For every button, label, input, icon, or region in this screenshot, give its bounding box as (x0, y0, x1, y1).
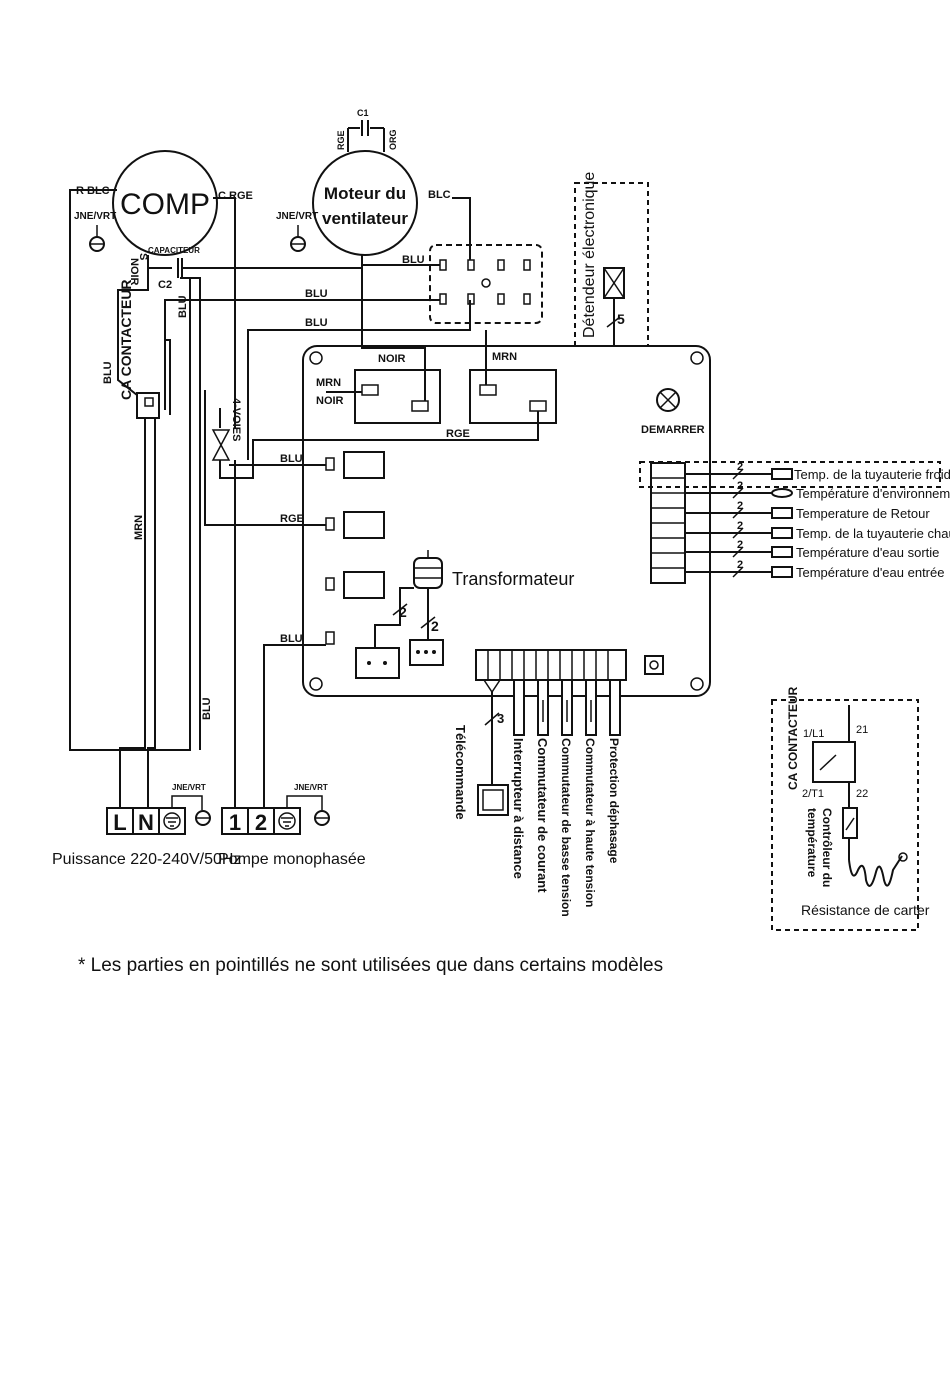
expansion-count: 5 (617, 311, 625, 327)
contactor: CA CONTACTEUR (118, 279, 160, 419)
transformer-icon (413, 550, 443, 589)
heater-21-label: 21 (856, 724, 868, 736)
pump-terminal-2: 2 (255, 810, 267, 835)
capacitor-c2: CAPACITEUR C2 (147, 246, 200, 291)
bottom-connectors: 3 Télécommande Interrupteur à distance C… (453, 679, 621, 917)
connector-label-5: Commutateur à haute tension (583, 738, 597, 907)
crankcase-heater-dashed: CA CONTACTEUR 1/L1 21 2/T1 22 Contrôleur… (771, 686, 930, 931)
compressor-ground-label: JNE/VRT (74, 211, 116, 222)
sensor-label-5: Température d'eau sortie (796, 545, 939, 560)
power-terminal-n: N (138, 810, 154, 835)
sensor-count-4: 2 (737, 520, 743, 532)
sensor-label-2: Température d'environnement (796, 486, 950, 501)
sensor-label-3: Temperature de Retour (796, 506, 930, 521)
wire-label-rge-2: RGE (280, 513, 304, 525)
compressor-ground-icon (89, 225, 105, 252)
wire-label-blu-3: BLU (305, 317, 328, 329)
wire-label-blu-5: BLU (280, 633, 303, 645)
wire-label-blu-4: BLU (280, 453, 303, 465)
fan-motor-line1: Moteur du (324, 184, 406, 203)
main-board: DEMARRER Transformateur 2 2 (302, 345, 711, 697)
heater-l1-label: 1/L1 (803, 728, 824, 740)
heater-t1-label: 2/T1 (802, 788, 824, 800)
transformer-count-a: 2 (399, 604, 407, 620)
start-label: DEMARRER (641, 424, 705, 436)
sensor-label-4: Temp. de la tuyauterie chaude (796, 526, 950, 541)
sensor-count-3: 2 (737, 500, 743, 512)
sensor-row-5: 2 Température d'eau sortie (685, 539, 939, 560)
sensor-row-1: 2 Temp. de la tuyauterie froide (685, 461, 950, 482)
power-terminal-l: L (113, 810, 126, 835)
fan-wire-rge: RGE (336, 130, 346, 150)
sensor-row-6: 2 Température d'eau entrée (685, 559, 944, 580)
remote-count: 3 (497, 711, 504, 726)
sensor-count-6: 2 (737, 559, 743, 571)
compressor-wire-noir: NOIR (128, 258, 140, 286)
sensor-label-1: Temp. de la tuyauterie froide (794, 467, 950, 482)
fan-cap-label: C1 (357, 108, 369, 118)
heater-caption: Résistance de carter (801, 902, 930, 918)
power-caption: Puissance 220-240V/50Hz (52, 851, 241, 868)
sensor-count-2: 2 (737, 480, 743, 492)
connector-label-3: Commutateur de courant (535, 738, 550, 893)
fan-motor: Moteur du ventilateur BLC JNE/VRT (276, 150, 451, 256)
sensor-row-4: 2 Temp. de la tuyauterie chaude (685, 520, 950, 541)
fan-ground-label: JNE/VRT (276, 211, 318, 222)
compressor-wire-s: S (137, 253, 149, 260)
contactor-label: CA CONTACTEUR (118, 279, 134, 400)
sensor-row-2: 2 Température d'environnement (685, 480, 950, 501)
pump-caption: Pompe monophasée (218, 851, 366, 868)
capacitor-name: C2 (158, 279, 172, 291)
power-ground-label: JNE/VRT (172, 783, 206, 792)
wire-label-blu-v1: BLU (177, 295, 189, 318)
wire-label-noir-1: NOIR (378, 353, 406, 365)
transformer-count-b: 2 (431, 618, 439, 634)
sensor-count-5: 2 (737, 539, 743, 551)
wire-label-blu-v2: BLU (102, 361, 114, 384)
wire-label-mrn-1: MRN (492, 351, 517, 363)
four-way-valve: 4-VOIES (211, 398, 242, 461)
wiring-lines (69, 189, 539, 810)
fan-motor-line2: ventilateur (322, 209, 408, 228)
fan-terminal-block (429, 244, 543, 324)
fan-capacitor-c1: C1 RGE ORG (336, 108, 398, 152)
pump-terminal-1: 1 (229, 810, 241, 835)
connector-label-2: Interrupteur à distance (511, 738, 526, 879)
sensor-count-1: 2 (737, 461, 743, 473)
fan-wire-org: ORG (388, 129, 398, 150)
power-terminal-block: L N JNE/VRT (106, 783, 211, 835)
wire-label-mrn-2: MRN (316, 377, 341, 389)
fan-wire-blc: BLC (428, 189, 451, 201)
fan-ground-icon (290, 225, 306, 252)
wire-label-mrn-v: MRN (133, 515, 145, 540)
wire-label-rge-1: RGE (446, 428, 470, 440)
connector-label-4: Commutateur de basse tension (559, 738, 573, 917)
sensor-row-3: 2 Temperature de Retour (685, 500, 930, 521)
connector-label-6: Protection déphasage (607, 738, 621, 864)
compressor: COMP R BLC C RGE S NOIR JNE/VRT (74, 150, 253, 286)
transformer-label: Transformateur (452, 569, 574, 589)
compressor-label: COMP (120, 188, 210, 221)
connector-label-1: Télécommande (453, 725, 468, 820)
wire-label-noir-2: NOIR (316, 395, 344, 407)
pump-terminal-block: 1 2 JNE/VRT (221, 783, 330, 835)
heater-22-label: 22 (856, 788, 868, 800)
sensor-label-6: Température d'eau entrée (796, 565, 944, 580)
pump-ground-label: JNE/VRT (294, 783, 328, 792)
capacitor-label: CAPACITEUR (148, 246, 200, 255)
wire-label-blu-v3: BLU (201, 697, 213, 720)
expansion-label: Détendeur électronique (581, 172, 598, 338)
footnote: * Les parties en pointillés ne sont util… (78, 955, 664, 976)
heater-controller-line1: Contrôleur du (820, 808, 834, 887)
heater-controller-line2: température (805, 808, 819, 878)
wire-label-blu-2: BLU (305, 288, 328, 300)
wire-label-blu-1: BLU (402, 254, 425, 266)
heater-contactor-label: CA CONTACTEUR (786, 686, 800, 790)
